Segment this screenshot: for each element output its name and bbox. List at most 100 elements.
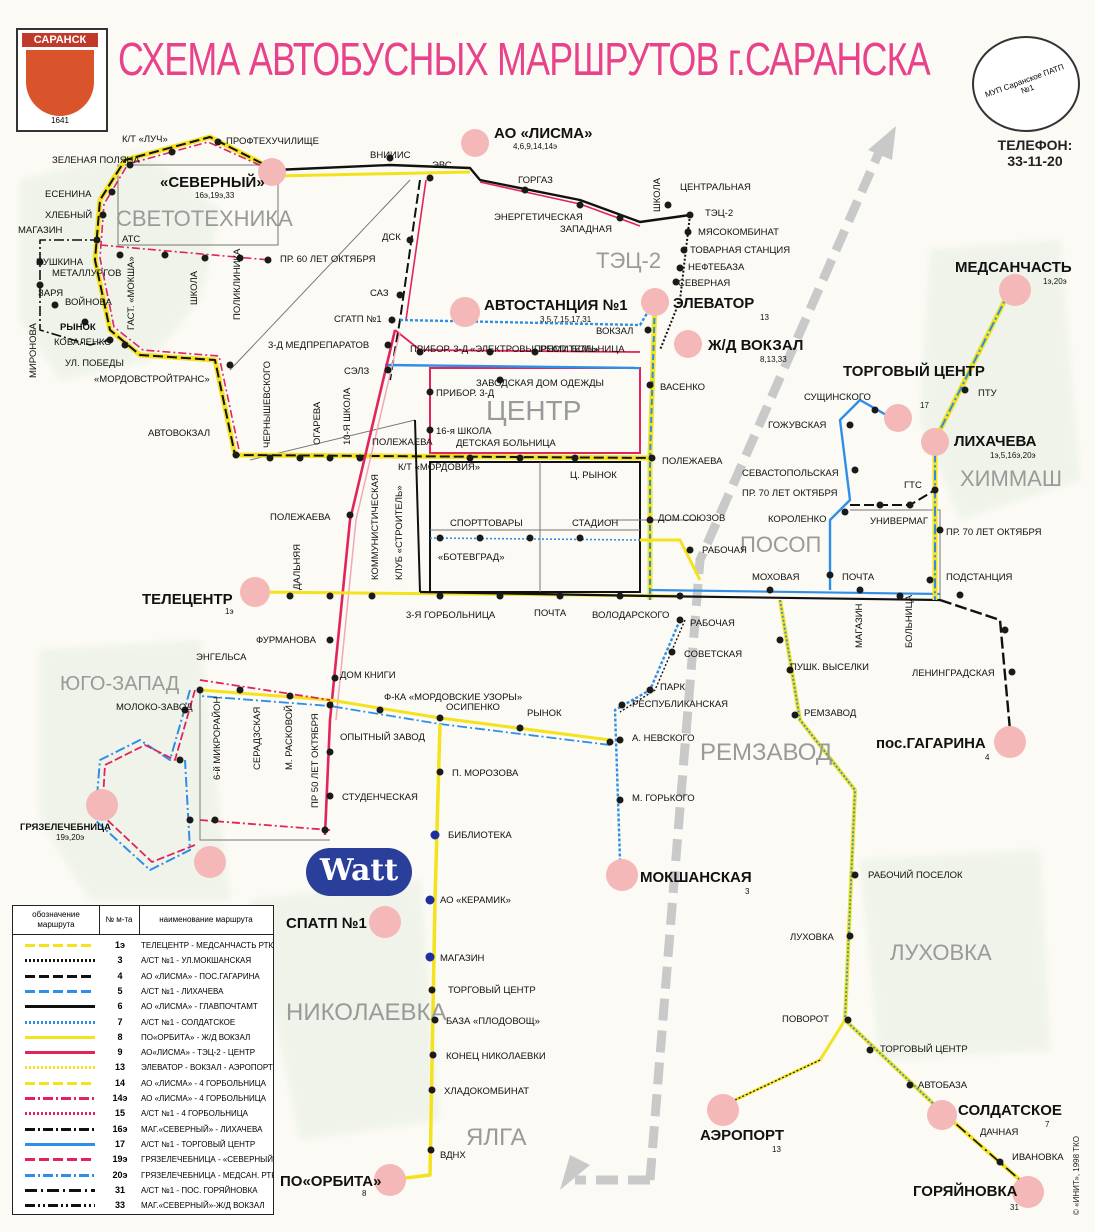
stop-label: Ц. РЫНОК [570,470,617,481]
legend-route-number: 7 [117,1016,123,1027]
legend-route-name: АО «ЛИСМА» - ПОС.ГАГАРИНА [141,971,260,981]
stop-label: АО «КЕРАМИК» [440,895,511,906]
stop-label: СОВЕТСКАЯ [684,649,742,660]
terminal-name-elevator: ЭЛЕВАТОР [673,295,754,312]
terminal-name-lihacheva: ЛИХАЧЕВА [954,433,1037,450]
stop-label: РАБОЧАЯ [702,545,747,556]
stop-label: К/Т «МОРДОВИЯ» [398,462,480,473]
legend-route-name: А/СТ №1 - ЛИХАЧЕВА [141,986,224,996]
terminal-name-telecentr: ТЕЛЕЦЕНТР [142,591,233,608]
legend-line-icon [25,989,95,993]
legend-route-number: 1э [115,940,125,950]
stop-label: ПРОФТЕХУЧИЛИЩЕ [226,136,319,147]
terminal-marker-soldatskoe [927,1100,957,1130]
legend-row: 31 А/СТ №1 - ПОС. ГОРЯЙНОВКА [13,1183,273,1198]
stop-label: МАГАЗИН [440,953,485,964]
stop-label: ДЕТСКАЯ БОЛЬНИЦА [456,438,556,449]
legend-header-name: наименование маршрута [139,906,273,935]
terminal-routes-lihacheva: 1э,5,16э,20э [990,451,1036,460]
stop-label: ЗАВОДСКАЯ [476,378,533,389]
stop-label: РЕСПУБЛИКАНСКАЯ [632,699,728,710]
shield-icon [26,50,94,116]
terminal-name-severny: «СЕВЕРНЫЙ» [160,173,265,191]
terminal-routes-gagarina: 4 [985,753,990,762]
stop-label: ИВАНОВКА [1012,1152,1064,1163]
terminal-routes-torgcentr: 17 [920,401,929,410]
district-center: ЦЕНТР [486,395,581,426]
legend-line-icon [25,1188,95,1192]
terminal-marker-gagarina [994,726,1026,758]
terminal-marker-avtostanciya [450,297,480,327]
legend-route-number: 15 [114,1108,125,1119]
stop-label: ВОЛОДАРСКОГО [592,610,669,621]
stop-label: ПУШК. ВЫСЕЛКИ [790,662,869,673]
terminal-marker-sw2 [194,846,226,878]
legend-line-icon [25,1081,95,1085]
legend-route-number: 14э [112,1093,128,1103]
stop-label: ЭНЕРГЕТИЧЕСКАЯ [494,212,583,223]
stop-label: ПОЧТА [534,608,567,619]
stop-label: КОММУНИСТИЧЕСКАЯ [370,474,381,580]
stop-label: РЕМЗАВОД [804,708,857,719]
terminal-marker-severny [258,158,286,186]
terminal-name-gagarina: пос.ГАГАРИНА [876,735,986,752]
stop-label: ПР. 60 ЛЕТ ОКТЯБРЯ [280,254,376,265]
terminal-name-gryazelechebnica: ГРЯЗЕЛЕЧЕБНИЦА [20,822,111,833]
stop-label: БОЛЬНИЦА [904,594,915,648]
stop-label: ТОРГОВЫЙ ЦЕНТР [448,984,536,996]
stop-label: ХЛАДОКОМБИНАТ [444,1086,529,1097]
stop-label: ДОМ ОДЕЖДЫ [536,378,604,389]
legend-route-name: МАГ.«СЕВЕРНЫЙ» - ЛИХАЧЕВА [141,1124,263,1134]
stop-label: ПОЧТА [842,572,875,583]
stop-label: СГАТП №1 [334,314,382,325]
district-yugozapad: ЮГО-ЗАПАД [60,673,180,695]
legend-route-number: 33 [114,1200,125,1211]
terminal-marker-torgcentr [884,404,912,432]
stop-label: СЕВЕРНАЯ [678,278,730,289]
stop-label: ДСК [382,232,401,243]
stop-label: ВНИИИС [370,150,411,161]
legend-route-number: 17 [114,1138,125,1149]
legend-line-icon [25,1066,95,1070]
stop-label: РЫНОК [60,322,96,333]
stop-label: КОВАЛЕНКО [54,337,112,348]
stop-label: 16-я ШКОЛА [436,426,492,437]
legend-route-name: АО «ЛИСМА» - 4 ГОРБОЛЬНИЦА [141,1094,266,1103]
stop-label: МАГАЗИН [854,603,865,648]
stop-label: ПОЛЕЖАЕВА [372,437,433,448]
terminal-routes-orbita: 8 [362,1189,367,1198]
stop-label: РАБОЧАЯ [690,618,735,629]
stop-dots [36,138,1016,1166]
terminal-routes-zdvokzal: 8,13,33 [760,355,787,364]
legend-row: 7 А/СТ №1 - СОЛДАТСКОЕ [13,1015,273,1030]
stop-label: БАЗА «ПЛОДОВОЩ» [446,1016,540,1027]
stop-label: УНИВЕРМАГ [870,516,928,527]
legend-route-name: А/СТ №1 - СОЛДАТСКОЕ [141,1017,236,1027]
coat-city-name: САРАНСК [22,33,98,47]
stop-labels: К/Т «ЛУЧ» ПРОФТЕХУЧИЛИЩЕ ЗЕЛЕНАЯ ПОЛЯНА … [18,134,1064,1163]
legend-route-number: 31 [114,1184,125,1195]
seal-text: МУП Саранское ПАТП №1 [983,62,1066,100]
stop-label: «МОРДОВСТРОЙТРАНС» [94,373,210,385]
stop-label: ХЛЕБНЫЙ [45,209,92,221]
legend-route-name: А/СТ №1 - ПОС. ГОРЯЙНОВКА [141,1185,258,1195]
legend-route-name: А/СТ №1 - 4 ГОРБОЛЬНИЦА [141,1109,249,1119]
stop-label: ПОЛИКЛИНИКА [232,248,243,320]
stop-label: СЕВАСТОПОЛЬСКАЯ [742,468,839,479]
legend-route-number: 4 [117,970,123,981]
legend-route-number: 16э [112,1123,128,1134]
terminal-marker-orbita [374,1164,406,1196]
stop-label: «БОТЕВГРАД» [438,552,505,563]
stop-label: ПРИБОР. 3-Д [410,344,469,355]
legend-row: 16э МАГ.«СЕВЕРНЫЙ» - ЛИХАЧЕВА [13,1122,273,1137]
stop-label: М. ГОРЬКОГО [632,793,695,804]
terminal-name-torgcentr: ТОРГОВЫЙ ЦЕНТР [843,362,985,380]
legend-row: 15 А/СТ №1 - 4 ГОРБОЛЬНИЦА [13,1106,273,1121]
terminal-marker-zdvokzal [674,330,702,358]
stop-label: ПУШКИНА [36,257,84,268]
